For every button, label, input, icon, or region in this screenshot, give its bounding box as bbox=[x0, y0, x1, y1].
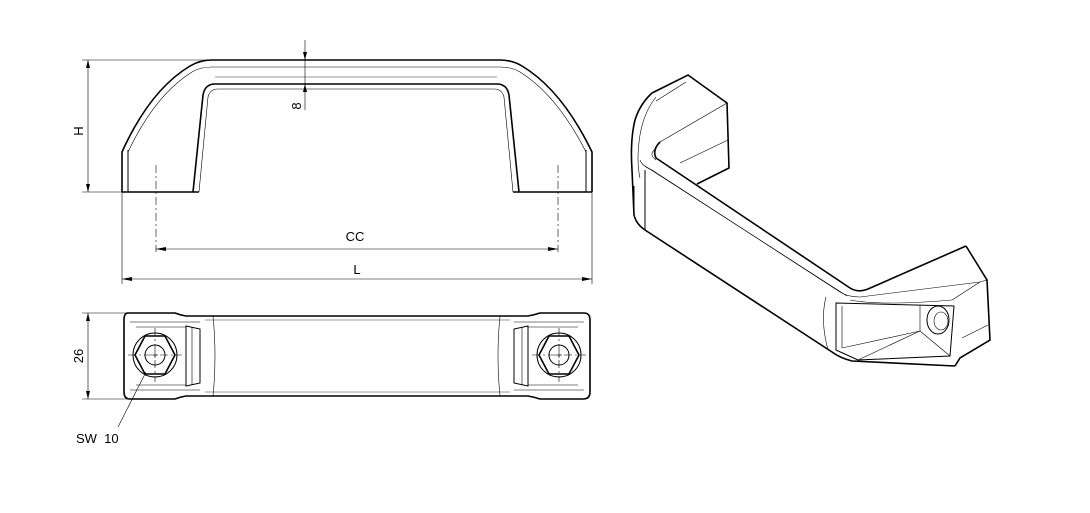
center-distance-label: CC bbox=[346, 229, 365, 244]
height-label: H bbox=[71, 126, 86, 135]
dimension-height: H bbox=[71, 59, 212, 193]
isometric-view bbox=[630, 74, 991, 367]
hex-screw-left bbox=[128, 328, 182, 382]
top-view bbox=[123, 312, 591, 400]
dimension-length: L bbox=[121, 192, 593, 284]
width-label: 26 bbox=[71, 349, 86, 363]
wrench-size-callout: SW 10 bbox=[76, 371, 147, 446]
length-label: L bbox=[353, 262, 360, 277]
dimension-center-distance: CC bbox=[156, 229, 558, 251]
wrench-size-label: SW 10 bbox=[76, 431, 119, 446]
screw-socket bbox=[926, 305, 950, 335]
front-view bbox=[121, 59, 593, 252]
dimension-width: 26 bbox=[71, 312, 130, 400]
hex-screw-right bbox=[532, 328, 586, 382]
dimension-grip-thickness: 8 bbox=[289, 40, 307, 110]
grip-thickness-label: 8 bbox=[289, 102, 304, 109]
